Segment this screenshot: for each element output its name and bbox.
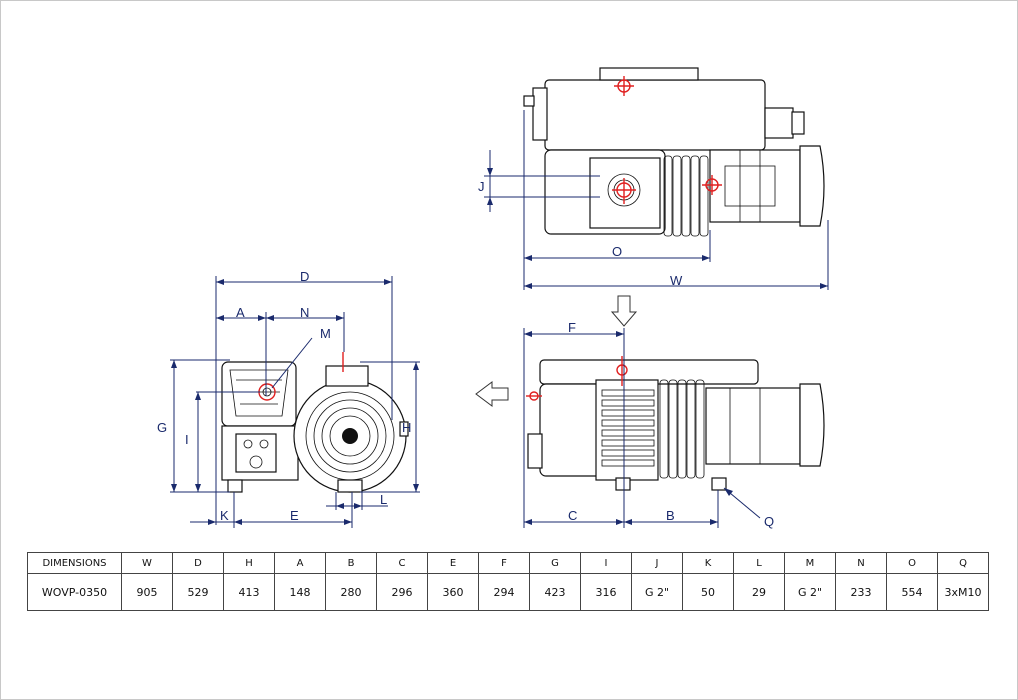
table-header-cell: N xyxy=(835,552,887,574)
table-cell: 148 xyxy=(274,573,326,611)
table-cell-model: WOVP-0350 xyxy=(27,573,122,611)
table-header-cell: G xyxy=(529,552,581,574)
table-header-cell: Q xyxy=(937,552,989,574)
dim-label-G: G xyxy=(157,420,167,435)
table-header-cell: K xyxy=(682,552,734,574)
table-cell: 554 xyxy=(886,573,938,611)
table-cell: 905 xyxy=(121,573,173,611)
technical-drawing: J O W xyxy=(157,67,829,529)
dim-label-O: O xyxy=(612,244,622,259)
table-cell: 316 xyxy=(580,573,632,611)
dim-label-C: C xyxy=(568,508,577,523)
top-view-fins xyxy=(663,155,709,237)
dim-label-W: W xyxy=(670,273,683,288)
dim-label-L: L xyxy=(380,492,387,507)
table-cell: G 2" xyxy=(784,573,836,611)
table-header-cell: D xyxy=(172,552,224,574)
view-arrow-down-icon xyxy=(610,295,638,327)
table-header-row: DIMENSIONS W D H A B C E F G I J K L M N… xyxy=(27,552,989,574)
table-header-cell: C xyxy=(376,552,428,574)
dim-label-D: D xyxy=(300,269,309,284)
table-cell: 413 xyxy=(223,573,275,611)
table-cell: 529 xyxy=(172,573,224,611)
table-cell: 50 xyxy=(682,573,734,611)
dim-label-M: M xyxy=(320,326,331,341)
table-cell: G 2" xyxy=(631,573,683,611)
dim-label-E: E xyxy=(290,508,299,523)
table-header-cell: F xyxy=(478,552,530,574)
table-cell: 296 xyxy=(376,573,428,611)
view-arrow-left-icon xyxy=(475,381,509,407)
front-view-fins xyxy=(601,379,705,479)
table-header-cell: L xyxy=(733,552,785,574)
dim-label-Q: Q xyxy=(764,514,774,529)
table-header-cell: DIMENSIONS xyxy=(27,552,122,574)
front-view: F C B Q xyxy=(523,320,825,529)
top-view: J O W xyxy=(478,67,829,290)
table-cell: 294 xyxy=(478,573,530,611)
table-header-cell: W xyxy=(121,552,173,574)
dim-label-I: I xyxy=(185,432,189,447)
dim-label-A: A xyxy=(236,305,245,320)
table-header-cell: H xyxy=(223,552,275,574)
dimensions-table: DIMENSIONS W D H A B C E F G I J K L M N… xyxy=(27,552,989,611)
table-header-cell: M xyxy=(784,552,836,574)
table-header-cell: O xyxy=(886,552,938,574)
table-cell: 29 xyxy=(733,573,785,611)
dim-label-B: B xyxy=(666,508,675,523)
table-cell: 423 xyxy=(529,573,581,611)
table-header-cell: E xyxy=(427,552,479,574)
table-cell: 280 xyxy=(325,573,377,611)
dim-label-H: H xyxy=(402,420,411,435)
table-header-cell: J xyxy=(631,552,683,574)
dim-label-K: K xyxy=(220,508,229,523)
dim-label-N: N xyxy=(300,305,309,320)
table-cell: 233 xyxy=(835,573,887,611)
table-header-cell: B xyxy=(325,552,377,574)
table-cell: 3xM10 xyxy=(937,573,989,611)
dim-label-J: J xyxy=(478,179,485,194)
table-header-cell: A xyxy=(274,552,326,574)
table-header-cell: I xyxy=(580,552,632,574)
table-cell: 360 xyxy=(427,573,479,611)
table-row: WOVP-0350 905 529 413 148 280 296 360 29… xyxy=(27,573,989,611)
dim-label-F: F xyxy=(568,320,576,335)
side-view: D A N M G I H xyxy=(157,269,420,528)
